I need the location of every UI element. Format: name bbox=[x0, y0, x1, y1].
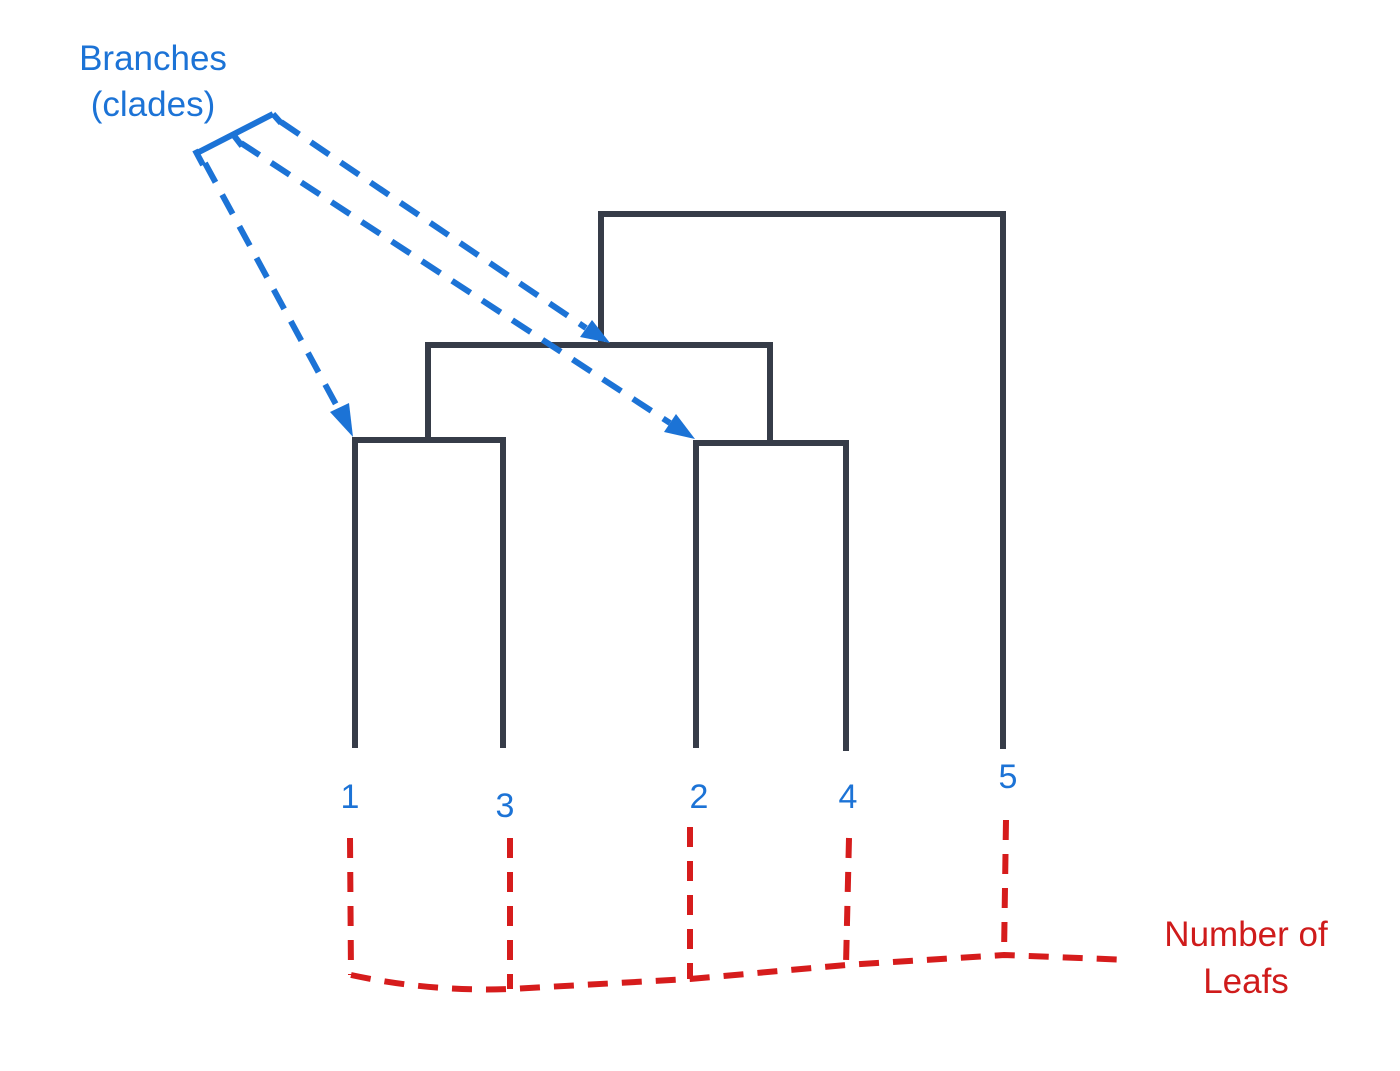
arrowhead-root-clade bbox=[580, 320, 610, 343]
leafs-label: Leafs bbox=[1203, 962, 1289, 1001]
clades-label: (clades) bbox=[91, 85, 215, 124]
leaf-label-2: 2 bbox=[690, 778, 709, 816]
leaf-label-3: 3 bbox=[496, 787, 515, 825]
bracket-tick-right bbox=[270, 112, 284, 125]
bracket-tick-mid bbox=[229, 131, 245, 148]
clade-2-4 bbox=[693, 440, 849, 751]
leaf-drop-1 bbox=[347, 837, 354, 976]
leaf-drop-5 bbox=[1001, 819, 1009, 956]
clade-1-3-2-4 bbox=[425, 342, 773, 446]
branches-label: Branches bbox=[79, 39, 227, 78]
clade-1-3 bbox=[352, 437, 506, 748]
arrow-to-clade-2-4 bbox=[239, 140, 672, 426]
root-clade bbox=[598, 211, 1006, 749]
arrow-to-clade-1-3 bbox=[202, 161, 342, 412]
leaf-label-5: 5 bbox=[999, 758, 1018, 796]
leaf-label-1: 1 bbox=[341, 778, 360, 816]
branches-annotation: Branches (clades) bbox=[79, 39, 695, 439]
leafs-annotation: Number of Leafs bbox=[347, 819, 1328, 1001]
leaf-labels: 1 3 2 4 5 bbox=[341, 758, 1018, 825]
arrowhead-clade-2-4 bbox=[664, 414, 695, 439]
leaf-drop-4 bbox=[843, 837, 852, 966]
bracket-tick-left bbox=[192, 148, 206, 167]
arrowhead-clade-1-3 bbox=[330, 403, 353, 437]
dendrogram-tree bbox=[352, 211, 1006, 751]
arrow-to-root-clade bbox=[279, 119, 588, 331]
leaf-label-4: 4 bbox=[839, 778, 858, 816]
leaf-count-bracket-baseline bbox=[350, 951, 1131, 993]
number-of-label: Number of bbox=[1164, 915, 1328, 954]
